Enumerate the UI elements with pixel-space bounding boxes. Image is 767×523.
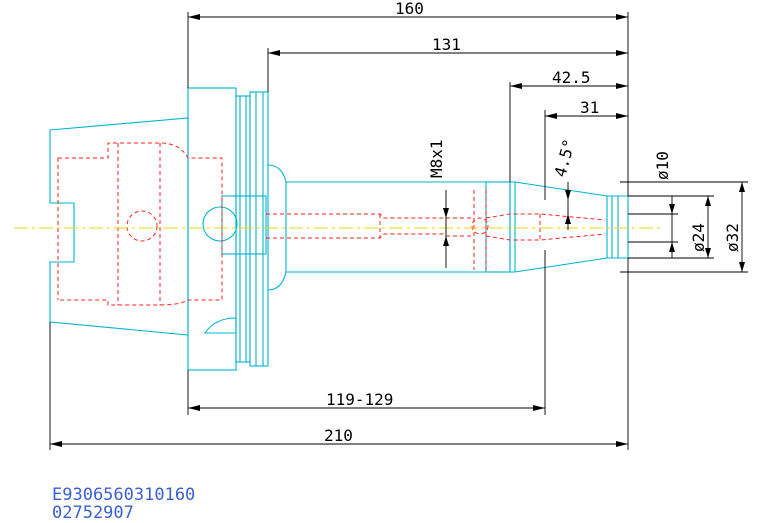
flange-groove-2: [249, 91, 269, 367]
flange-body: [187, 87, 237, 371]
screw-head: [471, 217, 489, 235]
diameter-24-label: ø24: [689, 223, 708, 252]
collet-bore: [485, 213, 606, 241]
angle-label: 4.5°: [551, 137, 579, 179]
dim-119-129-label: 119-129: [326, 390, 393, 409]
dimension-lines: [49, 12, 748, 450]
order-number: 02752907: [52, 503, 134, 523]
taper-shank: [49, 117, 189, 336]
dim-210-label: 210: [324, 426, 353, 445]
dim-160-label: 160: [395, 0, 424, 18]
diameter-10-label: ø10: [653, 151, 672, 180]
thread-bore: [445, 217, 475, 237]
collet-seat: [485, 181, 511, 273]
neck: [267, 164, 287, 291]
dim-31-label: 31: [580, 98, 599, 117]
part-number: E9306560310160: [52, 485, 195, 505]
hidden-lines: [57, 142, 606, 306]
flange-groove-1: [235, 95, 251, 363]
flange-cross-bore: [202, 206, 238, 242]
through-bore: [266, 213, 446, 239]
dim-131-label: 131: [432, 35, 461, 54]
diameter-32-label: ø32: [723, 223, 742, 252]
thread-label: M8x1: [427, 139, 446, 178]
dim-42-5-label: 42.5: [552, 68, 591, 87]
drive-slot: [203, 317, 237, 334]
inner-cross-hole: [126, 210, 158, 242]
tool-outline: [49, 87, 629, 371]
pull-stud-bore: [58, 142, 223, 306]
